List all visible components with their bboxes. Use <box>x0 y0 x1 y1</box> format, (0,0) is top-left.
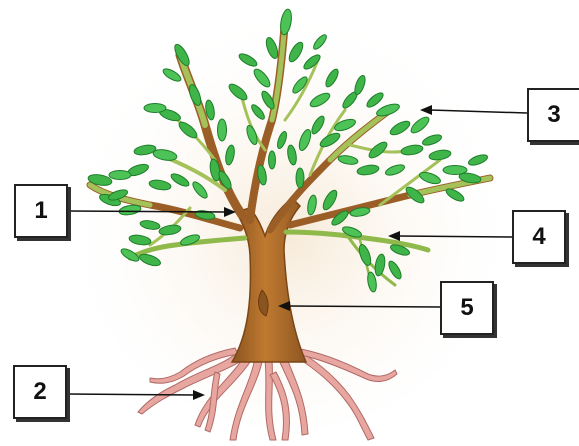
label-number-4: 4 <box>532 223 545 251</box>
leaf <box>218 119 227 141</box>
leaf <box>144 104 166 113</box>
label-box-1: 1 <box>14 184 68 238</box>
leaf <box>269 151 276 169</box>
label-box-5: 5 <box>440 281 494 335</box>
label-box-2: 2 <box>13 365 67 419</box>
label-number-1: 1 <box>34 197 47 225</box>
label-box-3: 3 <box>527 88 579 142</box>
label-number-2: 2 <box>33 378 46 406</box>
label-number-3: 3 <box>547 101 560 129</box>
label-number-5: 5 <box>460 294 473 322</box>
leaf <box>296 168 304 188</box>
label-box-4: 4 <box>512 210 566 264</box>
leaf <box>109 171 131 180</box>
